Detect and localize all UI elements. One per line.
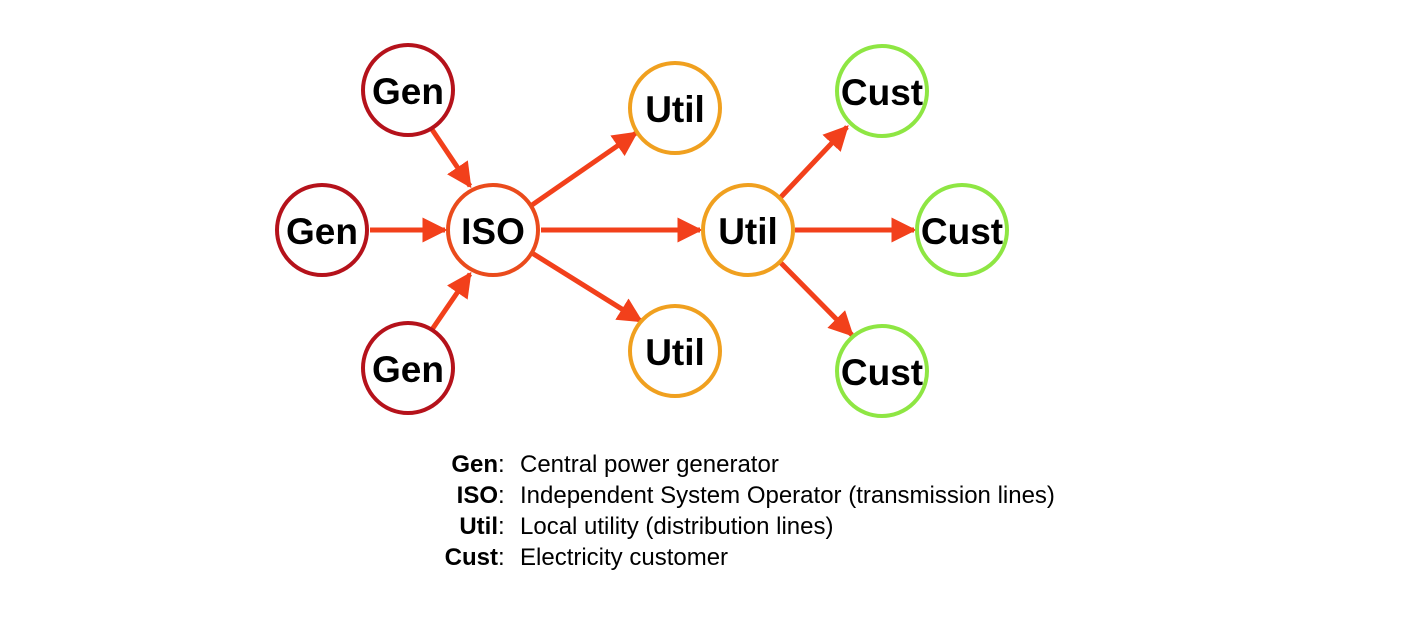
edge-gen-top-to-iso — [428, 126, 473, 189]
node-gen-mid: Gen — [275, 183, 369, 277]
util-node-label: Util — [645, 332, 705, 373]
util-node-circle — [701, 183, 795, 277]
iso-node-circle — [446, 183, 540, 277]
node-iso: ISO — [446, 183, 540, 277]
node-cust-mid: Cust — [915, 183, 1009, 277]
node-gen-bottom: Gen — [361, 321, 455, 415]
cust-node-label: Cust — [841, 72, 923, 113]
node-cust-bottom: Cust — [835, 324, 929, 418]
cust-node-circle — [835, 324, 929, 418]
edge-util-to-cust-bottom — [778, 260, 854, 337]
legend-term: Cust — [444, 544, 498, 571]
util-node-circle — [628, 61, 722, 155]
gen-node-circle — [275, 183, 369, 277]
legend-colon: : — [498, 513, 505, 540]
legend-description: Local utility (distribution lines) — [520, 513, 834, 540]
cust-node-circle — [835, 44, 929, 138]
gen-node-label: Gen — [372, 71, 444, 112]
gen-node-label: Gen — [286, 211, 358, 252]
node-gen-top: Gen — [361, 43, 455, 137]
legend-row-gen: Gen: Central power generator — [420, 449, 1055, 480]
edge-iso-to-util-top — [530, 130, 639, 208]
gen-node-circle — [361, 43, 455, 137]
edge-gen-bottom-to-iso — [428, 271, 473, 333]
legend-term: Gen — [451, 451, 498, 478]
legend-row-cust: Cust: Electricity customer — [420, 542, 1055, 573]
edge-iso-to-util-bottom — [530, 250, 644, 324]
cust-node-label: Cust — [841, 352, 923, 393]
cust-node-label: Cust — [921, 211, 1003, 252]
legend-term: Util — [459, 513, 498, 540]
legend-colon: : — [498, 451, 505, 478]
legend-row-util: Util: Local utility (distribution lines) — [420, 511, 1055, 542]
cust-node-circle — [915, 183, 1009, 277]
node-util-bottom: Util — [628, 304, 722, 398]
node-cust-top: Cust — [835, 44, 929, 138]
gen-node-label: Gen — [372, 349, 444, 390]
edge-util-to-cust-top — [778, 125, 849, 200]
legend-term: ISO — [456, 482, 498, 509]
util-node-circle — [628, 304, 722, 398]
gen-node-circle — [361, 321, 455, 415]
legend-colon: : — [498, 482, 505, 509]
legend-description: Independent System Operator (transmissio… — [520, 482, 1055, 509]
legend-description: Central power generator — [520, 451, 779, 478]
edges — [370, 125, 917, 337]
legend-row-iso: ISO: Independent System Operator (transmi… — [420, 480, 1055, 511]
legend: Gen: Central power generator ISO: Independ… — [420, 449, 1055, 573]
iso-node-label: ISO — [461, 211, 525, 252]
util-node-label: Util — [645, 89, 705, 130]
node-util-top: Util — [628, 61, 722, 155]
legend-colon: : — [498, 544, 505, 571]
legend-description: Electricity customer — [520, 544, 729, 571]
util-node-label: Util — [718, 211, 778, 252]
node-util-center: Util — [701, 183, 795, 277]
nodes: Gen Gen Gen ISO Util Util Util Cust — [275, 43, 1009, 418]
